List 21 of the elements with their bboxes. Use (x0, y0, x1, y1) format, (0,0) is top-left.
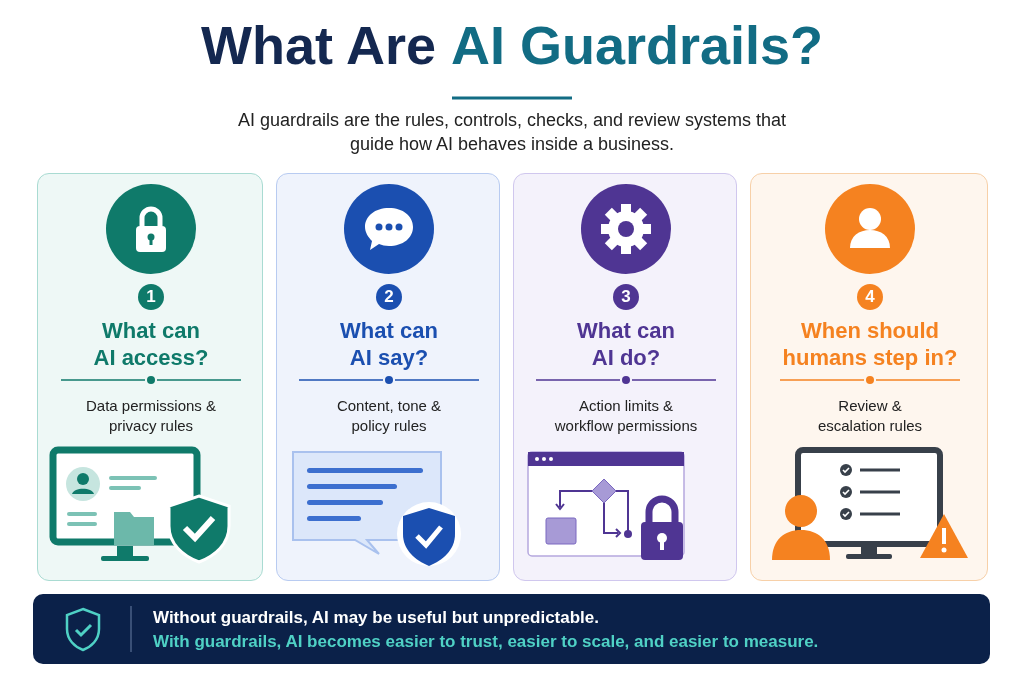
card-description: Action limits & workflow permissions (553, 396, 699, 436)
step-number: 3 (613, 284, 639, 310)
step-number: 1 (138, 284, 164, 310)
card-heading: When should humans step in? (781, 317, 959, 371)
card-heading: What can AI do? (576, 317, 676, 371)
card-description: Content, tone & policy rules (335, 396, 443, 436)
banner-highlight: With guardrails, AI becomes easier to trust, easier to scale, and easier to measure. (153, 631, 819, 653)
subtitle: AI guardrails are the rules, controls, checks, and review systems that guide how AI behaves inside a business. (236, 109, 788, 156)
card-heading: What can AI access? (93, 317, 209, 371)
card-heading: What can AI say? (339, 317, 439, 371)
card (750, 173, 988, 581)
card (276, 173, 500, 581)
step-number: 2 (376, 284, 402, 310)
card (37, 173, 263, 581)
step-number: 4 (857, 284, 883, 310)
banner-statement: Without guardrails, AI may be useful but unpredictable. (153, 607, 599, 629)
card (513, 173, 737, 581)
card-description: Review & escalation rules (816, 396, 924, 436)
banner (33, 594, 990, 664)
title: What Are AI Guardrails? (199, 14, 825, 77)
card-description: Data permissions & privacy rules (84, 396, 218, 436)
